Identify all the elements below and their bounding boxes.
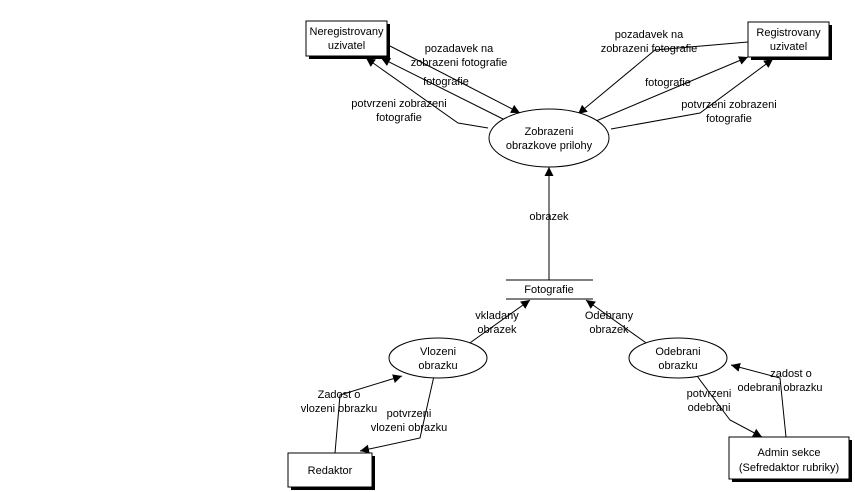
svg-text:potvrzeni: potvrzeni — [687, 388, 732, 400]
entity-label-line2: uzivatel — [328, 40, 365, 52]
svg-text:vlozeni obrazku: vlozeni obrazku — [371, 422, 447, 434]
svg-text:Zadost o: Zadost o — [318, 389, 361, 401]
flow-label-vkladany: vkladany obrazek — [475, 310, 519, 336]
svg-text:pozadavek na: pozadavek na — [615, 29, 684, 41]
process-label-line1: Vlozeni — [420, 346, 456, 358]
flow-label-pozadavek-left: pozadavek na zobrazeni fotografie — [411, 43, 508, 69]
process-vlozeni-obrazku: Vlozeni obrazku — [388, 337, 488, 379]
svg-text:obrazek: obrazek — [589, 324, 629, 336]
flow-label-zadost-odebrani: zadost o odebrani obrazku — [737, 368, 822, 394]
entity-admin-sekce: Admin sekce (Sefredaktor rubriky) — [728, 436, 852, 482]
data-store-fotografie: Fotografie — [506, 279, 593, 300]
process-label-line1: Odebrani — [655, 346, 700, 358]
flow-fotografie-right — [595, 56, 749, 122]
entity-neregistrovany-uzivatel: Neregistrovany uzivatel — [305, 20, 390, 59]
svg-text:odebrani: odebrani — [688, 402, 731, 414]
svg-text:pozadavek na: pozadavek na — [425, 43, 494, 55]
flow-pozadavek-right — [577, 41, 749, 115]
entity-label-line1: Admin sekce — [758, 447, 821, 459]
flow-label-potvrzeni-right: potvrzeni zobrazeni fotografie — [681, 99, 776, 125]
entity-label-line2: (Sefredaktor rubriky) — [739, 462, 839, 474]
svg-text:obrazek: obrazek — [477, 324, 517, 336]
flow-labels: pozadavek na zobrazeni fotografie fotogr… — [301, 29, 823, 434]
entity-registrovany-uzivatel: Registrovany uzivatel — [747, 21, 832, 60]
flow-label-potvrzeni-vlozeni: potvrzeni vlozeni obrazku — [371, 408, 447, 434]
svg-text:odebrani obrazku: odebrani obrazku — [737, 382, 822, 394]
entity-label-line1: Redaktor — [308, 465, 353, 477]
flow-potvrzeni-right — [610, 58, 774, 130]
svg-text:obrazek: obrazek — [529, 211, 569, 223]
svg-text:potvrzeni zobrazeni: potvrzeni zobrazeni — [681, 99, 776, 111]
entity-label-line1: Registrovany — [756, 27, 821, 39]
process-label-line2: obrazkove prilohy — [506, 140, 593, 152]
svg-text:fotografie: fotografie — [706, 113, 752, 125]
process-odebrani-obrazku: Odebrani obrazku — [628, 337, 728, 379]
flow-label-fotografie-left: fotografie — [423, 76, 469, 88]
svg-text:fotografie: fotografie — [376, 112, 422, 124]
flow-odebrany — [585, 299, 650, 346]
entity-label-line1: Neregistrovany — [310, 26, 384, 38]
flow-fotografie-left — [380, 57, 506, 121]
store-label: Fotografie — [524, 284, 574, 296]
flow-label-potvrzeni-odebrani: potvrzeni odebrani — [687, 388, 732, 414]
flow-label-fotografie-right: fotografie — [645, 77, 691, 89]
process-label-line1: Zobrazeni — [525, 126, 574, 138]
entity-label-line2: uzivatel — [770, 41, 807, 53]
flow-label-obrazek: obrazek — [529, 211, 569, 223]
svg-text:vkladany: vkladany — [475, 310, 519, 322]
entity-redaktor: Redaktor — [287, 452, 375, 490]
flow-potvrzeni-odebrani — [696, 375, 763, 438]
svg-text:zadost o: zadost o — [770, 368, 812, 380]
svg-text:potvrzeni zobrazeni: potvrzeni zobrazeni — [351, 98, 446, 110]
svg-text:vlozeni obrazku: vlozeni obrazku — [301, 403, 377, 415]
flow-zadost-vlozeni — [334, 374, 403, 454]
flow-lines — [334, 41, 787, 454]
flow-label-odebrany: Odebrany obrazek — [585, 310, 634, 336]
svg-text:zobrazeni fotografie: zobrazeni fotografie — [411, 57, 508, 69]
flow-potvrzeni-vlozeni — [359, 375, 435, 454]
flow-potvrzeni-left — [365, 57, 489, 129]
process-label-line2: obrazku — [658, 360, 697, 372]
flow-label-zadost-vlozeni: Zadost o vlozeni obrazku — [301, 389, 377, 415]
flow-label-pozadavek-right: pozadavek na zobrazeni fotografie — [601, 29, 698, 55]
svg-text:fotografie: fotografie — [423, 76, 469, 88]
svg-text:fotografie: fotografie — [645, 77, 691, 89]
process-label-line2: obrazku — [418, 360, 457, 372]
svg-text:Odebrany: Odebrany — [585, 310, 634, 322]
process-zobrazeni-obrazkove-prilohy: Zobrazeni obrazkove prilohy — [488, 108, 610, 168]
flow-label-potvrzeni-left: potvrzeni zobrazeni fotografie — [351, 98, 446, 124]
flow-vkladany — [466, 299, 531, 346]
svg-text:potvrzeni: potvrzeni — [387, 408, 432, 420]
svg-text:zobrazeni fotografie: zobrazeni fotografie — [601, 43, 698, 55]
flow-zadost-odebrani — [730, 362, 787, 438]
flow-pozadavek-left — [389, 45, 521, 114]
